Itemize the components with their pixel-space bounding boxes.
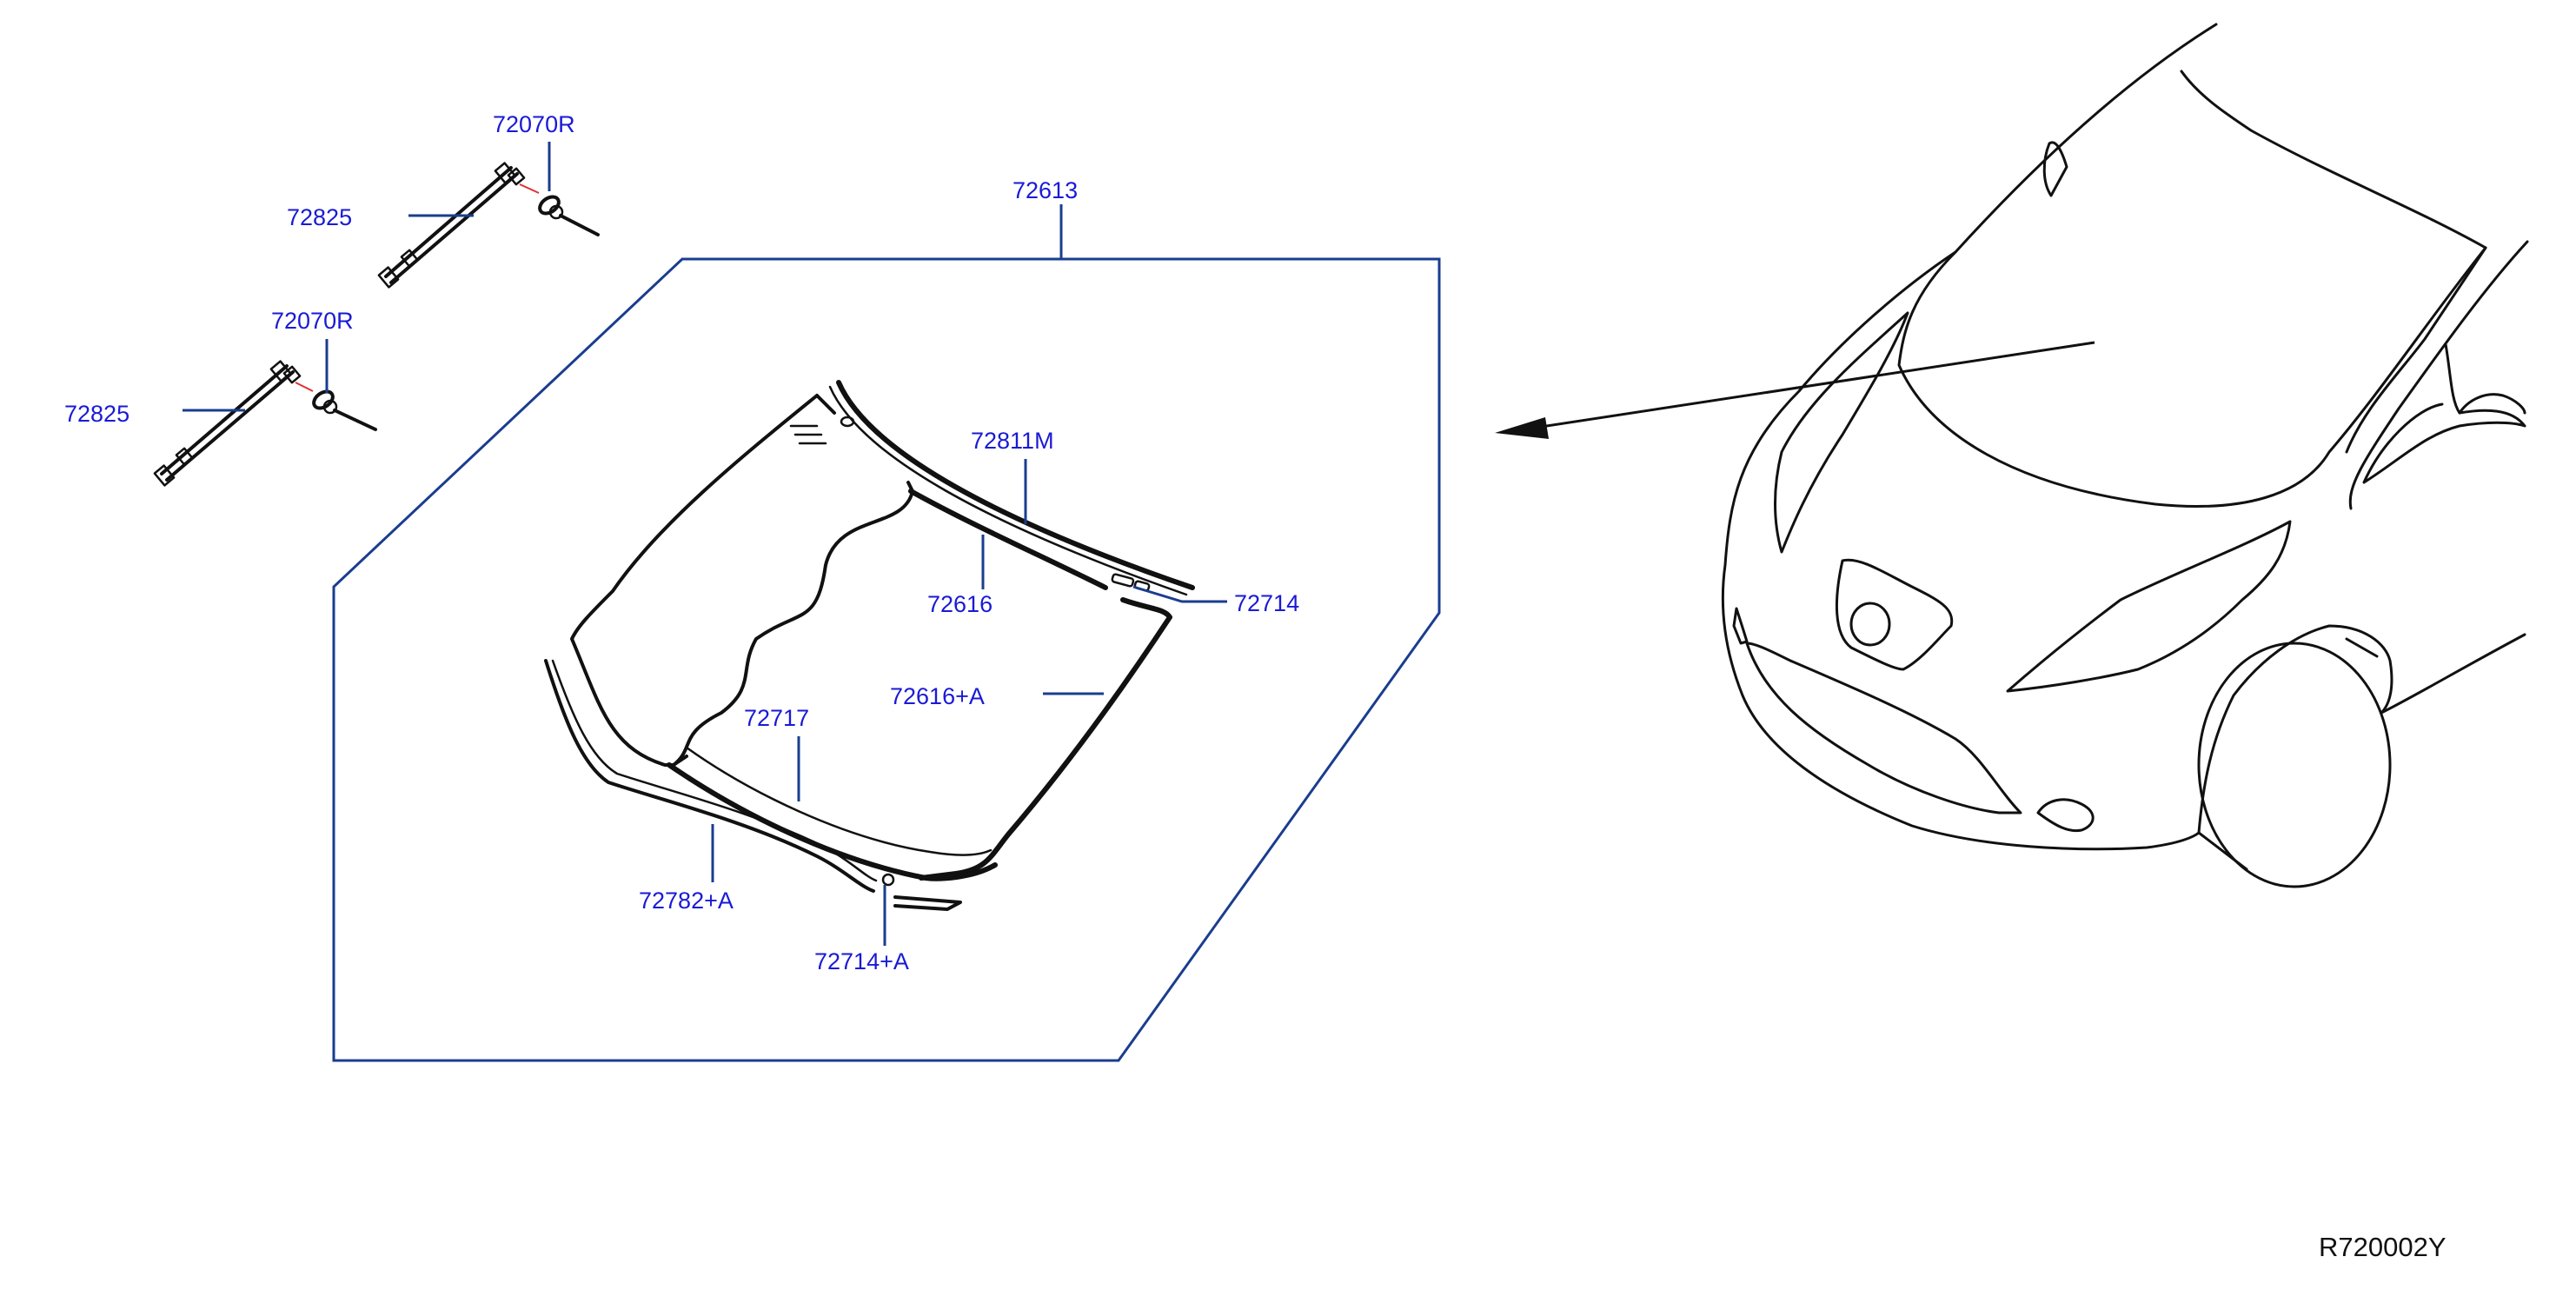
vehicle-antenna-fin <box>2042 141 2068 197</box>
vehicle-hood <box>1897 23 2487 508</box>
vehicle-wheel-line <box>2345 637 2379 658</box>
vehicle-front-bumper <box>1741 694 2201 851</box>
callout-glass-assembly: 72613 <box>1012 177 1078 203</box>
vehicle-mirror-cap <box>2458 393 2526 415</box>
reference-code: R720002Y <box>2319 1232 2447 1262</box>
vehicle-charge-port <box>1836 558 1954 671</box>
callout-lower-clip: 72070R <box>271 308 354 334</box>
vehicle-left-headlight <box>1774 311 1909 554</box>
vehicle-a-pillar <box>2348 240 2529 510</box>
top-molding <box>828 380 1195 596</box>
callout-lower-rod: 72825 <box>64 401 129 427</box>
lower-seal <box>667 746 998 881</box>
upper-accent-dash <box>519 183 540 194</box>
top-seal <box>908 489 1108 590</box>
vehicle-right-fender <box>2197 624 2393 835</box>
windshield-glass <box>570 394 914 767</box>
callout-top-seal: 72616 <box>927 591 993 617</box>
vehicle-side-marker <box>1732 607 1749 645</box>
vehicle-wheel-arch <box>2380 633 2526 715</box>
vehicle-rocker <box>2197 831 2248 871</box>
lower-rod-assembly <box>153 360 377 487</box>
lower-rod-72825 <box>153 360 302 487</box>
vehicle-front-wheel <box>2197 642 2392 888</box>
upper-clip-72070R <box>538 195 600 236</box>
vehicle-mirror <box>2362 342 2526 484</box>
vehicle-lower-grille <box>1745 642 2022 815</box>
leader-lines <box>183 142 1227 946</box>
location-arrow <box>1495 341 2095 439</box>
vehicle-outline <box>1721 23 2529 888</box>
bottom-spacer <box>881 873 895 887</box>
assembly-frame <box>332 257 1441 1062</box>
side-spacer <box>1111 573 1151 592</box>
callout-bottom-spacer: 72714+A <box>814 948 909 974</box>
callout-bottom-molding: 72782+A <box>639 888 734 914</box>
vehicle-left-fender <box>1721 250 1957 697</box>
side-seal <box>919 597 1172 881</box>
upper-rod-assembly <box>377 162 600 289</box>
callout-upper-rod: 72825 <box>287 204 352 230</box>
bottom-molding <box>544 659 962 911</box>
vehicle-roof-edge <box>2345 246 2487 454</box>
callout-side-seal: 72616+A <box>890 683 985 709</box>
vehicle-port-cap <box>1849 602 1891 647</box>
callout-lower-seal: 72717 <box>744 705 809 731</box>
glass-logo-mark <box>789 424 827 445</box>
leader-side-spacer <box>1132 585 1227 603</box>
upper-rod-72825 <box>377 162 526 289</box>
lower-clip-72070R <box>312 389 377 431</box>
lower-accent-dash <box>295 382 314 392</box>
callout-side-spacer: 72714 <box>1234 590 1299 616</box>
vehicle-right-headlight <box>2006 520 2292 693</box>
vehicle-fog-light <box>2036 798 2095 833</box>
callout-top-molding: 72811M <box>971 428 1054 454</box>
callout-labels: 72070R 72825 72070R 72825 72613 72811M 7… <box>64 111 1299 974</box>
callout-upper-clip: 72070R <box>493 111 575 137</box>
vehicle-hood-crease <box>2180 70 2487 249</box>
